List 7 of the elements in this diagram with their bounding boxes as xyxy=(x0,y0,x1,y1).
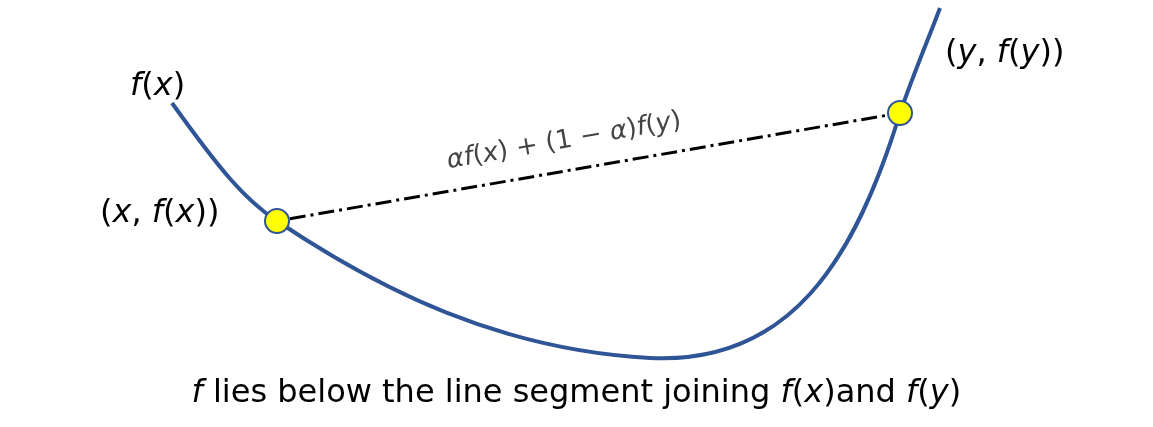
function-label: f(x) xyxy=(130,65,186,103)
point-label: (x, f(x)) xyxy=(100,192,220,230)
caption: f lies below the line segment joining f(x)and f(y) xyxy=(191,372,962,410)
dash-dot-segment xyxy=(289,113,888,221)
point-label: (y, f(y)) xyxy=(945,32,1065,70)
point-marker xyxy=(264,208,290,234)
point-marker xyxy=(887,100,913,126)
